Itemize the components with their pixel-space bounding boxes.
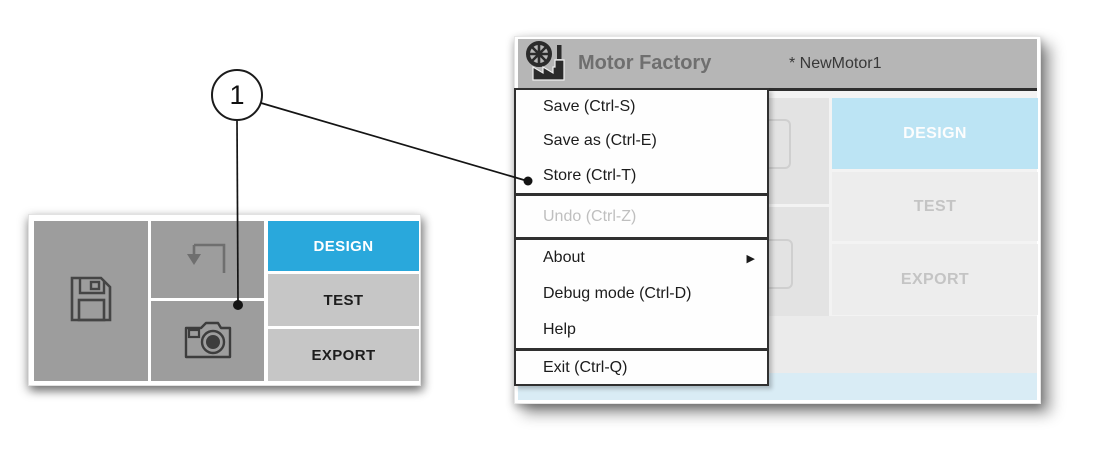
window-tab-export[interactable]: EXPORT	[832, 244, 1038, 315]
save-floppy-icon	[69, 275, 113, 328]
callout-1-badge: 1	[211, 69, 263, 121]
menu-section-tools: About ▶ Debug mode (Ctrl-D) Help	[514, 238, 769, 350]
menu-item-store[interactable]: Store (Ctrl-T)	[516, 158, 767, 193]
menu-section-save: Save (Ctrl-S) Save as (Ctrl-E) Store (Ct…	[514, 88, 769, 195]
menu-item-about-label: About	[543, 249, 585, 266]
store-arrow-icon	[184, 237, 232, 282]
submenu-arrow-icon: ▶	[746, 252, 755, 265]
store-button[interactable]	[151, 221, 264, 298]
menu-item-exit[interactable]: Exit (Ctrl-Q)	[516, 351, 767, 384]
menu-section-undo: Undo (Ctrl-Z)	[514, 194, 769, 239]
save-button[interactable]	[34, 221, 148, 381]
menu-item-save-as[interactable]: Save as (Ctrl-E)	[516, 124, 767, 159]
menu-item-undo: Undo (Ctrl-Z)	[516, 196, 767, 237]
toolbar-fragment: DESIGN TEST EXPORT	[28, 214, 421, 386]
callout-1-number: 1	[229, 79, 245, 110]
window-titlebar: Motor Factory * NewMotor1	[518, 39, 1037, 88]
menu-item-debug-mode[interactable]: Debug mode (Ctrl-D)	[516, 276, 767, 312]
snapshot-button[interactable]	[151, 301, 264, 381]
app-title: Motor Factory	[578, 52, 712, 74]
menu-section-exit: Exit (Ctrl-Q)	[514, 349, 769, 386]
titlebar-divider	[518, 88, 1037, 91]
window-tab-test[interactable]: TEST	[832, 172, 1038, 241]
tab-design[interactable]: DESIGN	[268, 221, 419, 271]
document-title: * NewMotor1	[789, 54, 882, 72]
menu-item-save[interactable]: Save (Ctrl-S)	[516, 90, 767, 125]
tab-export[interactable]: EXPORT	[268, 329, 419, 381]
window-tab-design[interactable]: DESIGN	[832, 98, 1038, 169]
camera-icon	[183, 318, 233, 365]
main-menu: Save (Ctrl-S) Save as (Ctrl-E) Store (Ct…	[514, 88, 769, 386]
menu-item-help[interactable]: Help	[516, 312, 767, 348]
motor-factory-logo-icon	[524, 40, 572, 87]
menu-item-about[interactable]: About ▶	[516, 240, 767, 276]
tab-test[interactable]: TEST	[268, 274, 419, 326]
